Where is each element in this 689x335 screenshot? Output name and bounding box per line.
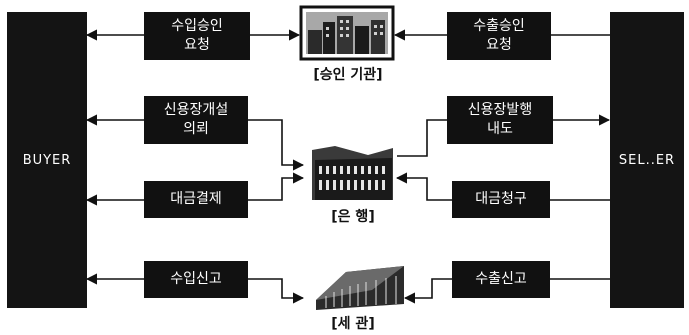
payment-claim-box: 대금청구 bbox=[452, 181, 550, 218]
arrow-export-decl-customs bbox=[403, 278, 452, 304]
lc-open-request-box: 신용장개설 의뢰 bbox=[144, 96, 248, 144]
buyer-panel: BUYER bbox=[7, 12, 87, 308]
seller-panel: SEL..ER bbox=[610, 12, 684, 308]
payment-box: 대금결제 bbox=[144, 181, 248, 218]
buyer-label: BUYER bbox=[22, 152, 72, 168]
approval-agency-image bbox=[299, 5, 395, 61]
customs-caption: [세 관] bbox=[331, 316, 375, 332]
export-approval-request-box: 수출승인 요청 bbox=[447, 12, 551, 60]
approval-agency-caption: [승인 기관] bbox=[313, 67, 383, 83]
customs-image bbox=[316, 266, 404, 310]
import-declaration-box: 수입신고 bbox=[144, 261, 248, 298]
arrow-payment-bank bbox=[248, 172, 305, 201]
line-bank-lc-issue bbox=[397, 119, 447, 157]
bank-caption: [은 행] bbox=[331, 209, 375, 225]
arrow-lc-open-bank bbox=[248, 119, 305, 171]
import-approval-request-box: 수입승인 요청 bbox=[144, 12, 250, 60]
lc-issue-notify-box: 신용장발행 내도 bbox=[447, 96, 553, 144]
seller-label: SEL..ER bbox=[618, 152, 676, 168]
bank-image bbox=[312, 146, 393, 200]
export-declaration-box: 수출신고 bbox=[452, 261, 550, 298]
arrow-import-decl-customs bbox=[248, 278, 305, 304]
arrow-claim-bank bbox=[395, 172, 452, 201]
